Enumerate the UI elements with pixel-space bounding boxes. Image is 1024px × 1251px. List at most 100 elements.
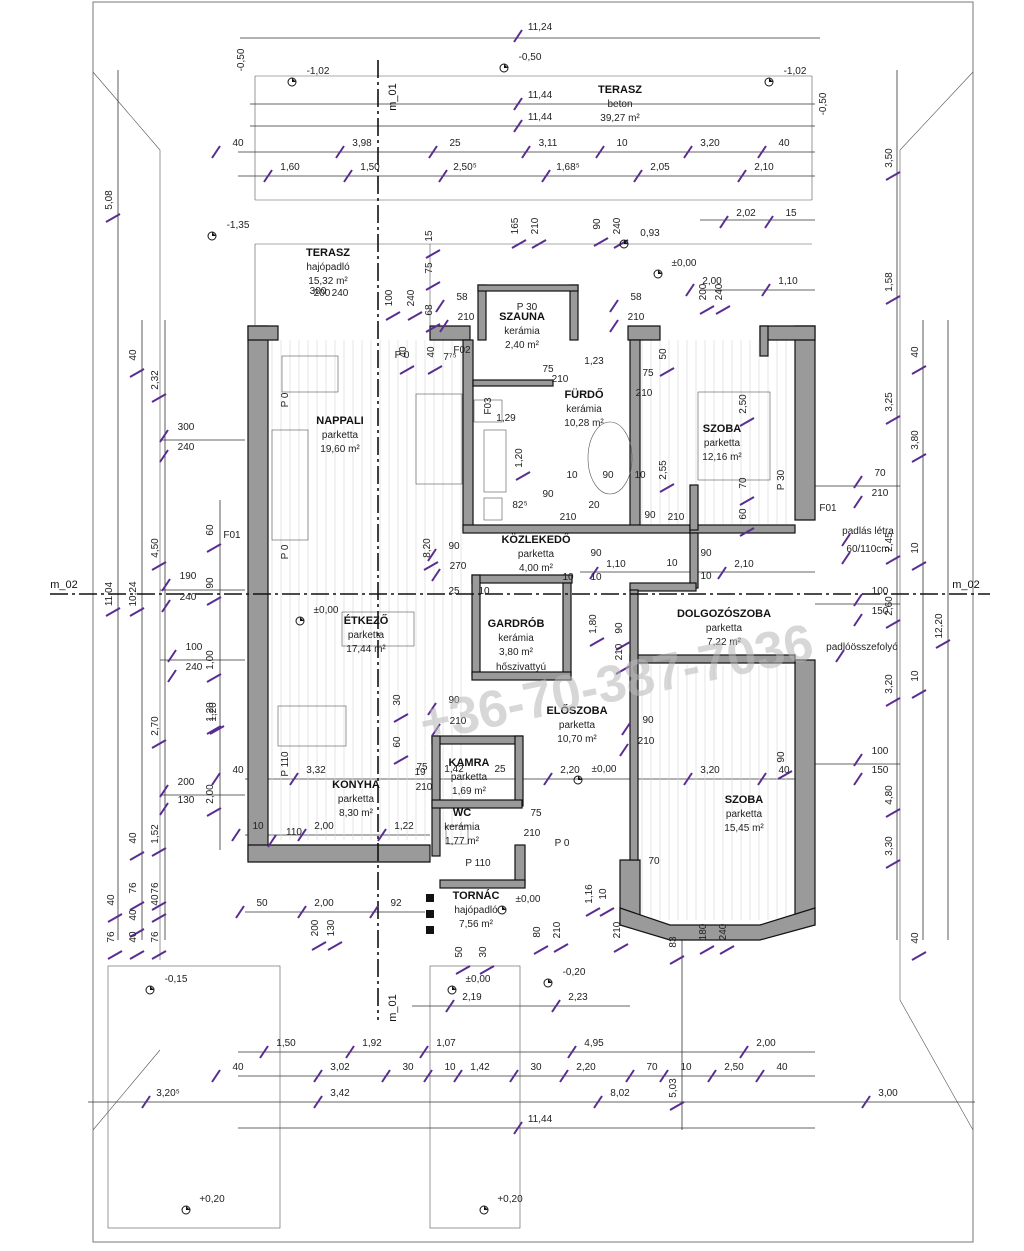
dimension-text-vertical: 165 [510,217,521,234]
dimension-text: 90 [448,541,460,552]
tick-mark [885,808,901,818]
tick-mark [425,323,441,333]
dimension-text-vertical: 210 [612,921,623,938]
level-mark: ±0,00 [466,974,491,985]
dimension-text-vertical: 2,32 [150,370,161,390]
room-area: 12,16 m² [702,452,742,463]
tick-mark [511,239,527,249]
dimension-text: 3,32 [306,765,326,776]
tick-mark [381,1069,391,1083]
dimension-text-vertical: 1,58 [884,272,895,292]
floor-hatching [271,340,787,920]
dimension-text: 1,50 [276,1038,296,1049]
dimension-text: 30 [402,1062,414,1073]
dimension-text: 8,02 [610,1088,630,1099]
tick-mark [609,319,619,333]
tick-mark [129,901,145,911]
dimension-text-vertical: 3,80 [910,430,921,450]
tick-mark [107,913,123,923]
tick-mark [615,665,631,675]
tick-mark [764,215,774,229]
tick-mark [599,907,615,917]
dimension-text-vertical: 5,08 [104,190,115,210]
tick-mark [853,613,863,627]
dimension-text-vertical: 12,20 [934,613,945,638]
tick-mark [737,169,747,183]
dimension-text: 1,92 [362,1038,382,1049]
level-marker-icon [186,1206,190,1210]
room-name: KONYHA [332,779,380,791]
annotation-label: 1,29 [496,413,516,424]
level-mark: +0,20 [497,1194,523,1205]
dimension-text-vertical: 90 [592,218,603,230]
tick-mark [615,641,631,651]
dimension-text: 11,44 [528,90,553,101]
room-material: parketta [706,623,743,634]
dimension-text: 2,23 [568,992,588,1003]
dimension-text-vertical: 8,20 [422,538,433,558]
tick-mark [853,772,863,786]
dimension-text-vertical: 80 [532,926,543,938]
tick-mark [259,1045,269,1059]
room-area: 1,69 m² [452,786,487,797]
dimension-text-vertical: 3,50 [884,148,895,168]
room-area: 10,28 m² [564,418,604,429]
room-area: 4,00 m² [519,563,554,574]
dimension-text-vertical: 40 [426,346,437,358]
tick-mark [159,429,169,443]
tick-mark [297,905,307,919]
room-material: kerámia [566,404,602,415]
dimension-text-vertical: 60 [205,524,216,536]
axis-label: m_01 [387,83,399,111]
room-name: KÖZLEKEDŐ [501,533,571,546]
room-material: kerámia [444,822,480,833]
dimension-text-vertical: 3,25 [884,392,895,412]
tick-mark [167,649,177,663]
tick-mark [335,145,345,159]
dimension-text-vertical: 4,50 [150,538,161,558]
dimension-text-vertical: 30 [478,946,489,958]
site-outline-right [899,71,974,1131]
tick-mark [841,551,851,565]
dimension-text: 270 [450,561,467,572]
tick-mark [739,527,755,537]
room-name: ÉTKEZŐ [344,614,389,627]
tick-mark [161,578,171,592]
dimension-text: 11,44 [528,112,553,123]
tick-mark [761,283,771,297]
dimension-text: 2,05 [650,162,670,173]
annotation-label: 20 [588,500,600,511]
tick-mark [911,561,927,571]
tick-mark [206,543,222,553]
annotation-label: 10 [700,571,712,582]
dimension-text: 2,02 [736,208,756,219]
dimension-text-vertical: 1,16 [584,884,595,904]
dimension-text-vertical: 40 [910,932,921,944]
room-name: NAPPALI [316,415,363,427]
dimension-text-vertical: 10,24 [128,581,139,606]
room-area: 15,45 m² [724,823,764,834]
tick-mark [209,725,225,735]
tick-mark [625,1069,635,1083]
room-name: TERASZ [598,84,642,96]
dimension-text: 240 [178,442,195,453]
dimension-text-vertical: 240 [406,289,417,306]
dimension-text-vertical: 40 [128,832,139,844]
tick-mark [151,913,167,923]
exterior-walls [247,325,816,941]
annotation-label: 210 [636,388,653,399]
dimension-text-vertical: 76 [106,931,117,943]
tick-mark [167,669,177,683]
level-marker-icon [504,64,508,68]
dimension-text-vertical: 30 [392,694,403,706]
level-marker-icon [292,78,296,82]
dimension-text-vertical: 60 [738,508,749,520]
room-name: SZOBA [725,794,764,806]
dimension-text-vertical: 70 [738,477,749,489]
room-area: 15,32 m² [308,276,348,287]
room-area: 8,30 m² [339,808,374,819]
dimension-text: 210 [872,488,889,499]
